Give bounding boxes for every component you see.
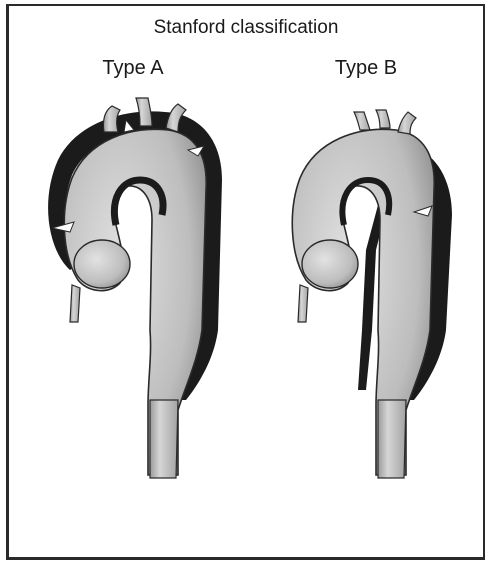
type-b-vessel-stub — [298, 285, 308, 322]
type-a-vessel-stub — [70, 285, 80, 322]
type-b-branch-1 — [354, 112, 370, 130]
type-a-aorta — [48, 98, 222, 478]
type-a-aortic-root — [74, 240, 130, 288]
type-b-descending-aorta — [378, 400, 406, 478]
type-b-aorta — [292, 110, 452, 478]
type-a-descending-aorta — [150, 400, 178, 478]
type-b-branch-2 — [376, 110, 390, 128]
type-b-branch-3 — [398, 112, 416, 134]
type-b-aortic-root — [302, 240, 358, 288]
